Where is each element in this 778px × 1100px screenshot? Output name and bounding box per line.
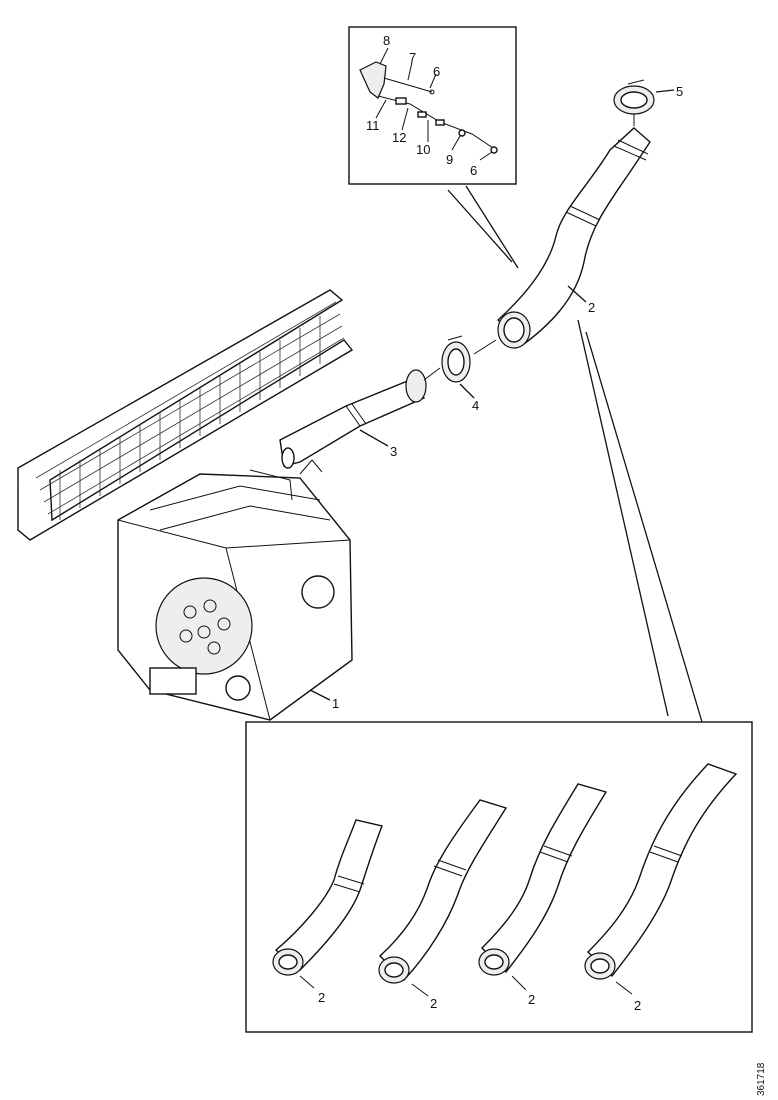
- callout-6-upper: 6: [433, 64, 440, 79]
- assembly-axis-lower: [423, 339, 497, 381]
- detail-inset: 8 7 6 11 12 10 9 6: [348, 26, 517, 185]
- pipe-variant-a: 2: [272, 819, 383, 1005]
- callout-2-variant-a: 2: [318, 990, 325, 1005]
- clamp-lower-leader: [459, 383, 475, 399]
- variants-box: 2 2 2 2: [245, 721, 753, 1033]
- callout-3: 3: [390, 444, 397, 459]
- variants-leader: [577, 319, 703, 723]
- callout-2-variant-c: 2: [528, 992, 535, 1007]
- callout-7: 7: [409, 50, 416, 65]
- callout-9: 9: [446, 152, 453, 167]
- silencer-leader: [309, 689, 331, 701]
- flex-pipe-leader: [359, 429, 389, 447]
- figure-reference-code-text: 361718: [756, 1062, 767, 1096]
- detail-leader: [447, 185, 519, 269]
- pipe-variant-b: 2: [378, 799, 508, 1011]
- figure-reference-code: 361718: [752, 1050, 776, 1100]
- pipe-variant-c: 2: [478, 783, 608, 1007]
- chassis-frame: [17, 289, 354, 541]
- callout-12: 12: [392, 130, 406, 145]
- callout-11: 11: [366, 118, 380, 133]
- callout-2-main: 2: [588, 300, 595, 315]
- callout-6-lower: 6: [470, 163, 477, 178]
- callout-4: 4: [472, 398, 479, 413]
- callout-8: 8: [383, 33, 390, 48]
- flex-pipe: [279, 369, 427, 469]
- callout-10: 10: [416, 142, 430, 157]
- callout-1: 1: [332, 696, 339, 711]
- callout-2-variant-b: 2: [430, 996, 437, 1011]
- callout-2-variant-d: 2: [634, 998, 641, 1013]
- exhaust-pipe: [496, 127, 651, 349]
- pipe-variant-d: 2: [584, 763, 738, 1013]
- lower-clamp: [441, 335, 471, 383]
- callout-5: 5: [676, 84, 683, 99]
- clamp-upper-leader: [655, 89, 675, 93]
- upper-clamp: [613, 79, 655, 115]
- silencer: [117, 459, 353, 721]
- exhaust-pipe-leader: [567, 285, 587, 303]
